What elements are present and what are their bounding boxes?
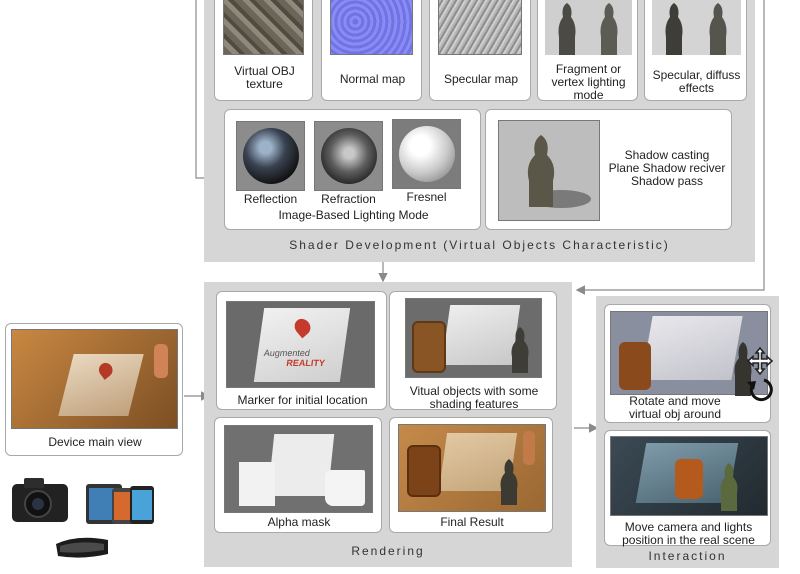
lighting-mode-text: Fragment or vertex lighting mode [551, 62, 626, 102]
camera-icon [12, 478, 68, 522]
arrow-interaction-to-rendering [575, 0, 765, 295]
card-virtual-obj-texture: Virtual OBJ texture [214, 0, 313, 101]
caption-refraction: Refraction [321, 192, 376, 206]
caption-move-camera: Move camera and lights position in the r… [622, 520, 755, 547]
final-result-thumbnail [398, 424, 546, 512]
normal-map-thumbnail [330, 0, 413, 55]
specular-map-thumbnail [438, 0, 522, 55]
shadow-line-3: Shadow pass [630, 174, 704, 188]
refraction-sphere [314, 121, 383, 191]
reflection-sphere [236, 121, 305, 191]
statue-icon [500, 459, 518, 505]
camera-thumbnail [610, 436, 768, 516]
marker-brand-top: Augmented [263, 348, 311, 358]
statue-icon [652, 0, 741, 55]
statue-icon [720, 463, 738, 511]
caption-normal-map: Normal map [339, 72, 406, 86]
caption-marker: Marker for initial location [237, 393, 368, 407]
card-device-main-view: Device main view [5, 323, 183, 456]
caption-specular-diffuse: Specular, diffuss effects [652, 68, 741, 95]
fresnel-sphere [392, 119, 461, 189]
specular-diffuse-thumbnails [652, 0, 741, 55]
card-marker: Augmented REALITY Marker for initial loc… [216, 291, 387, 410]
card-image-based-lighting: Reflection Refraction Fresnel Image-Base… [224, 109, 481, 230]
card-rotate-move: Rotate and move virtual obj around [604, 304, 771, 423]
caption-fresnel: Fresnel [406, 190, 447, 204]
rendering-panel: Augmented REALITY Marker for initial loc… [204, 282, 572, 567]
caption-final-result: Final Result [440, 515, 504, 529]
card-lighting-mode: Fragment or vertex lighting mode [537, 0, 638, 102]
marker-thumbnail: Augmented REALITY [226, 301, 375, 388]
caption-alpha-mask: Alpha mask [267, 515, 331, 529]
card-shadow: Shadow casting Plane Shadow reciver Shad… [485, 109, 732, 230]
shading-thumbnail [405, 298, 542, 378]
shadow-text: Shadow casting Plane Shadow reciver Shad… [602, 149, 732, 188]
rendering-panel-title: Rendering [351, 544, 425, 558]
statue-icon [734, 342, 752, 396]
interaction-panel-title: Interaction [648, 549, 727, 563]
lighting-thumbnails [545, 0, 632, 55]
statue-icon [511, 327, 529, 373]
caption-rotate-move: Rotate and move virtual obj around [628, 394, 722, 421]
card-alpha-mask: Alpha mask [214, 417, 382, 533]
move-arrows-icon [746, 346, 774, 376]
caption-image-based-lighting: Image-Based Lighting Mode [278, 208, 429, 222]
headset-icon [56, 537, 108, 558]
alpha-mask-thumbnail [224, 425, 373, 513]
statue-icon [545, 0, 632, 55]
card-specular-diffuse: Specular, diffuss effects [644, 0, 747, 101]
rotate-arrow-icon [747, 378, 773, 402]
caption-specular-map: Specular map [443, 72, 519, 86]
statue-shadow-icon [527, 135, 591, 208]
card-final-result: Final Result [389, 417, 553, 533]
caption-reflection: Reflection [243, 192, 298, 206]
marker-book: Augmented REALITY [253, 308, 351, 382]
interaction-panel: Rotate and move virtual obj around Move … [596, 296, 779, 568]
caption-virtual-obj-texture: Virtual OBJ texture [234, 64, 295, 91]
shadow-line-1: Shadow casting [624, 148, 710, 162]
shader-development-panel: Virtual OBJ texture Normal map Specular … [204, 0, 755, 262]
caption-device-main-view: Device main view [48, 435, 142, 449]
shadow-thumbnail [498, 120, 600, 221]
rotate-thumbnail [610, 311, 768, 396]
move-rotate-icons [746, 346, 774, 402]
shadow-line-2: Plane Shadow reciver [608, 161, 726, 175]
marker-brand-bottom: REALITY [285, 358, 326, 368]
card-normal-map: Normal map [321, 0, 422, 101]
shader-panel-title: Shader Development (Virtual Objects Char… [289, 238, 670, 252]
caption-shading: Vitual objects with some shading feature… [409, 384, 539, 411]
devices-illustration [12, 478, 154, 558]
card-shading: Vitual objects with some shading feature… [389, 291, 557, 411]
tablet-phones-icon [86, 484, 154, 524]
card-move-camera: Move camera and lights position in the r… [604, 430, 771, 547]
texture-thumbnail [223, 0, 304, 55]
virtual-object-a [412, 321, 446, 373]
card-specular-map: Specular map [429, 0, 531, 101]
caption-lighting-mode: Fragment or vertex lighting mode [542, 63, 635, 102]
device-view-thumbnail [11, 329, 178, 429]
